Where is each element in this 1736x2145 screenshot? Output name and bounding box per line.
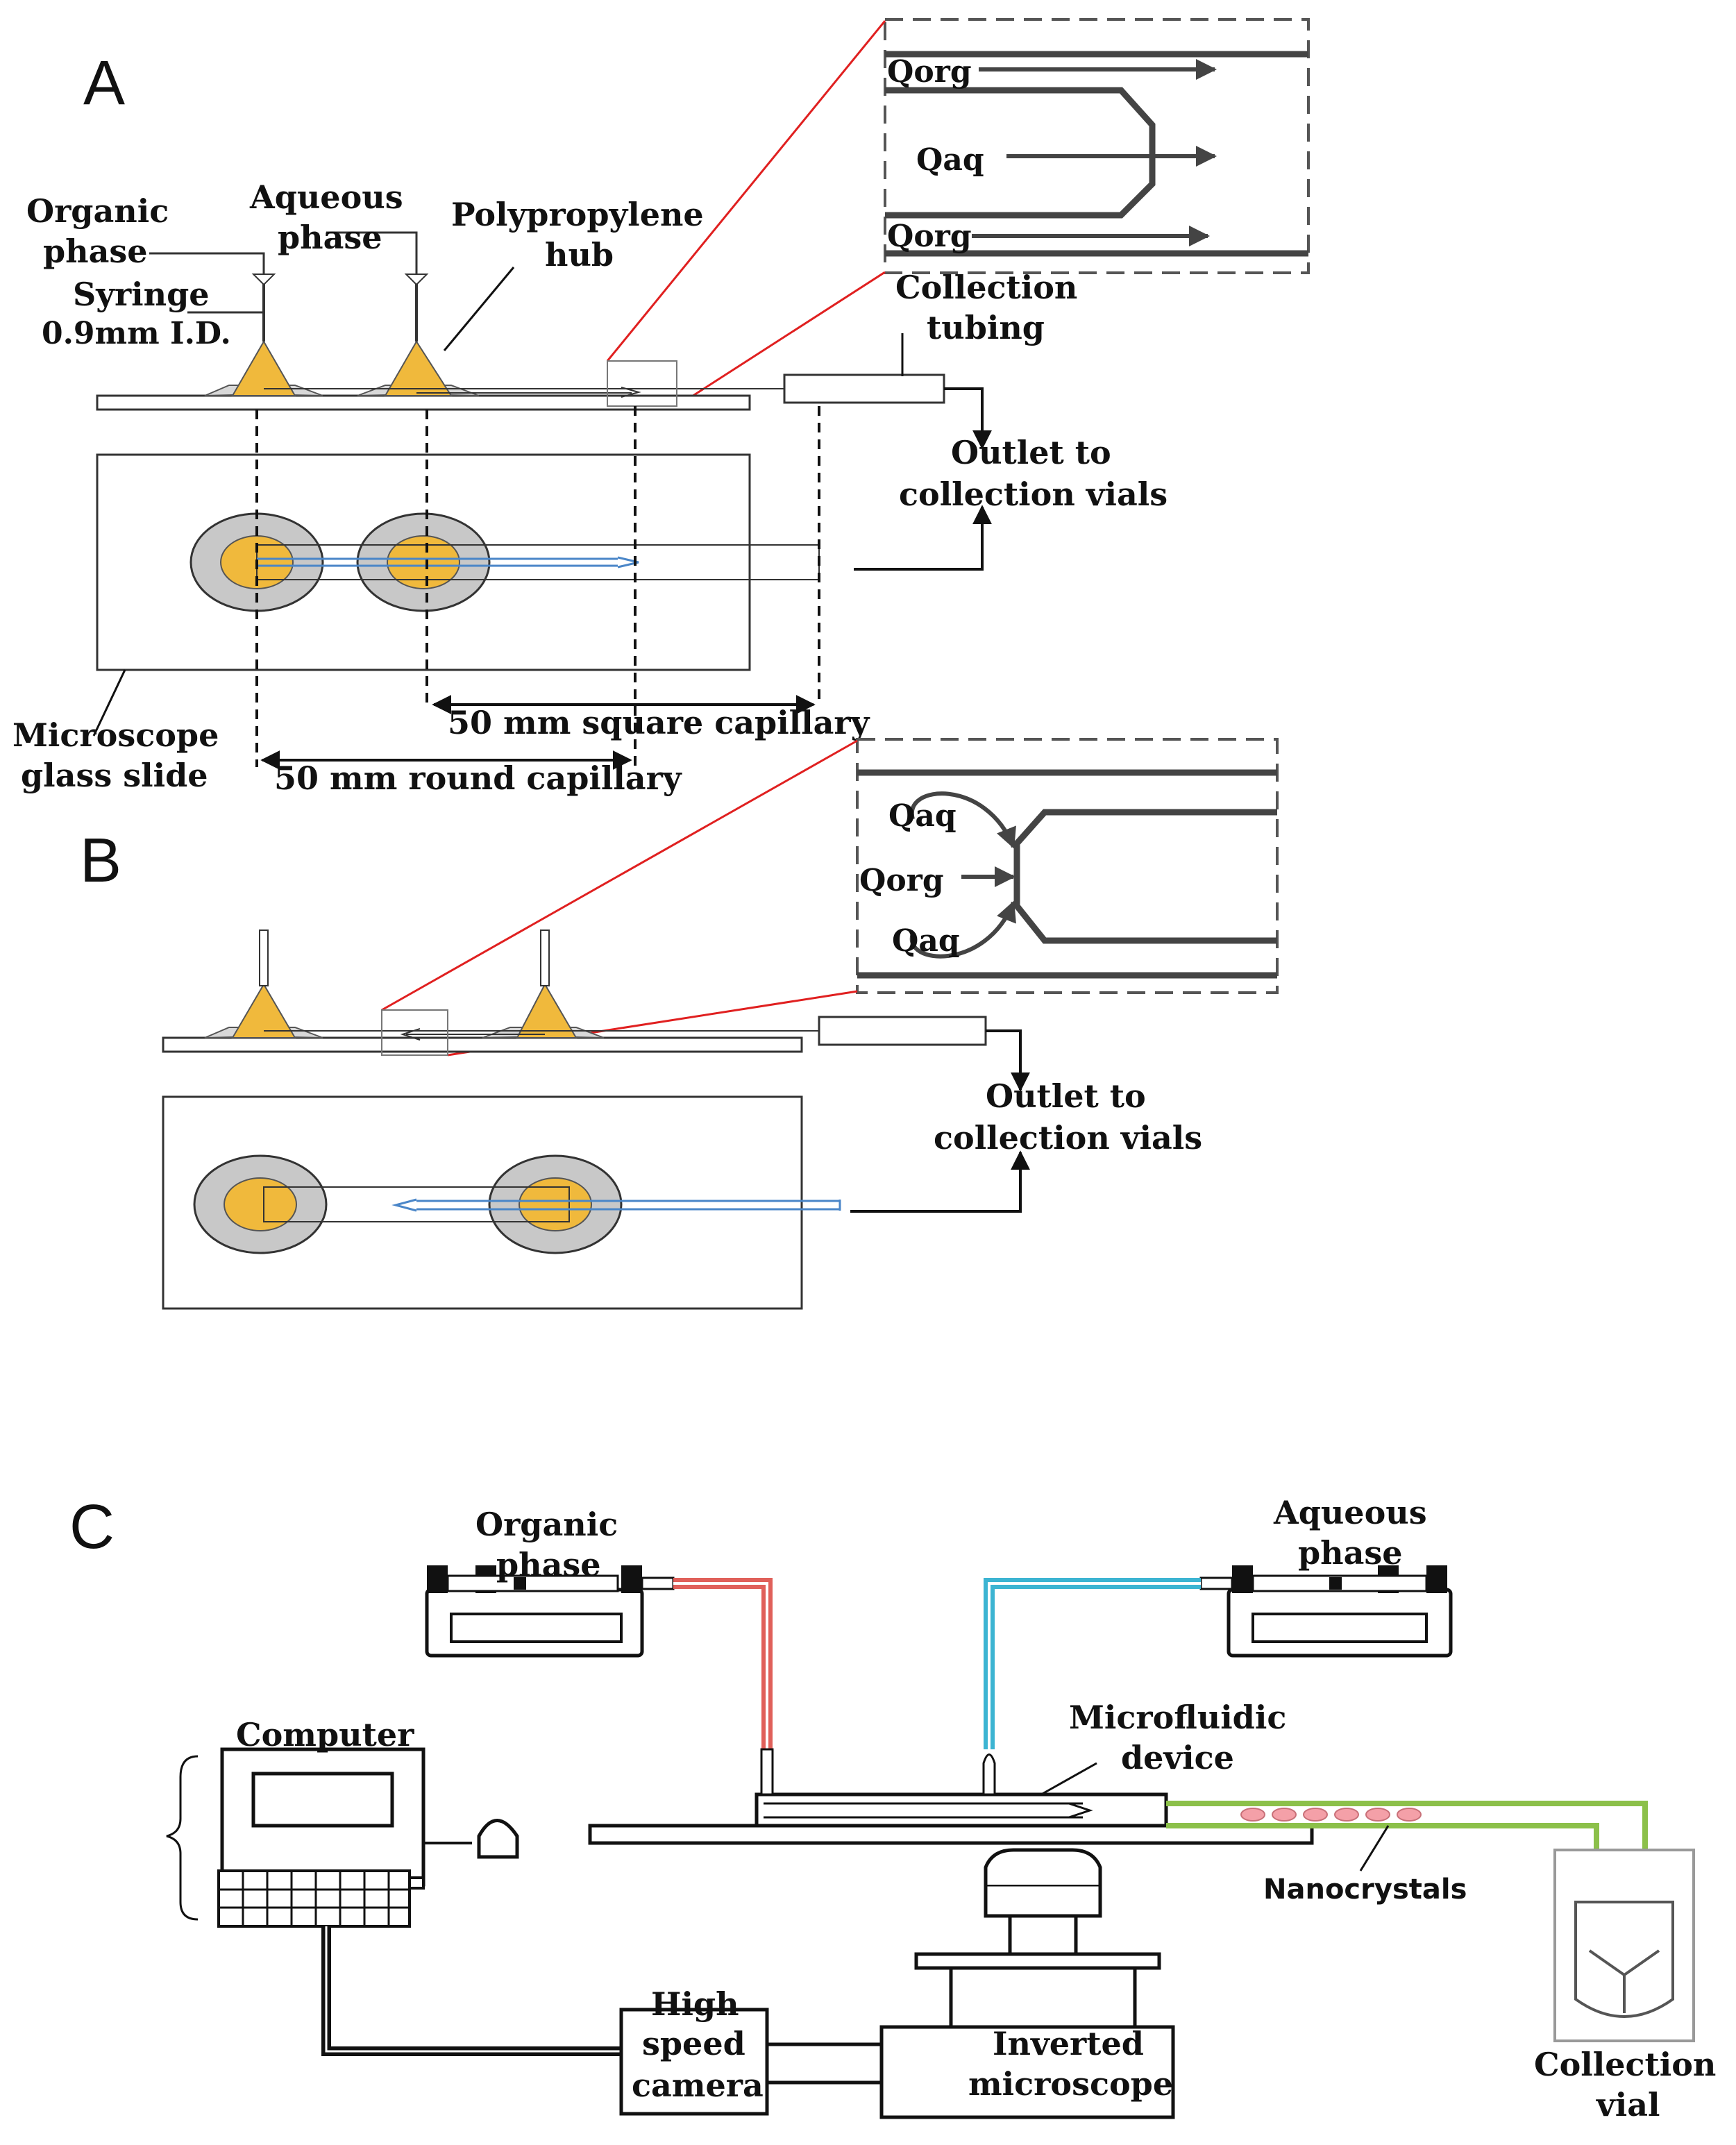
- organic-tube-inner: [673, 1582, 768, 1749]
- collection-vial: [1553, 1849, 1695, 2042]
- label-a-aqueous-phase-2: phase: [278, 219, 382, 256]
- label-c-organic-phase-2: phase: [496, 1546, 601, 1583]
- label-a-microscope-1: Microscope: [12, 716, 219, 754]
- aqueous-tube-inner: [988, 1582, 1201, 1749]
- inset-b-qaq-bottom: Qaq: [892, 923, 960, 959]
- label-c-camera-2: speed: [642, 2025, 745, 2062]
- inset-a-qaq: Qaq: [916, 142, 984, 178]
- label-b-outlet-1: Outlet to: [986, 1077, 1146, 1115]
- inset-a-qorg-top: Qorg: [887, 54, 972, 90]
- label-a-outlet-2: collection vials: [899, 476, 1168, 513]
- label-a-organic-phase-2: phase: [43, 233, 148, 270]
- zoom-line-b-top: [381, 739, 858, 1011]
- panel-a-inset: Qorg Qaq Qorg: [884, 18, 1310, 274]
- label-c-computer: Computer: [236, 1716, 414, 1753]
- label-a-microscope-2: glass slide: [21, 757, 208, 794]
- label-c-microscope-1: Inverted: [993, 2025, 1144, 2062]
- label-c-camera-3: camera: [632, 2067, 764, 2104]
- nanocrystals: [1240, 1808, 1422, 1822]
- label-a-polypropylene-2: hub: [545, 236, 614, 274]
- label-c-nanocrystals: Nanocrystals: [1263, 1874, 1467, 1906]
- label-b-outlet-2: collection vials: [934, 1119, 1202, 1156]
- label-c-microfluidic-2: device: [1121, 1739, 1234, 1776]
- label-c-vial-1: Collection: [1534, 2046, 1716, 2083]
- computer: [166, 1747, 519, 1928]
- label-a-collection-tubing-1: Collection: [895, 269, 1077, 306]
- organic-syringe-pump: [425, 1565, 675, 1658]
- inset-a-qorg-bottom: Qorg: [887, 219, 972, 254]
- label-a-round-capillary: 50 mm round capillary: [274, 759, 682, 797]
- label-c-microfluidic-1: Microfluidic: [1069, 1699, 1286, 1736]
- label-c-camera-1: High: [651, 1985, 739, 2023]
- label-c-microscope-2: microscope: [968, 2065, 1173, 2103]
- label-a-square-capillary: 50 mm square capillary: [448, 704, 870, 741]
- panel-label-c: C: [69, 1492, 115, 1562]
- zoom-line-a-bottom: [676, 271, 886, 407]
- camera-connector: [765, 2042, 884, 2085]
- label-a-polypropylene-1: Polypropylene: [451, 196, 704, 233]
- nanocrystals-pointer: [1359, 1825, 1390, 1871]
- label-c-organic-phase-1: Organic: [475, 1506, 618, 1543]
- label-c-aqueous-phase-2: phase: [1298, 1534, 1403, 1572]
- label-a-syringe-1: Syringe: [73, 276, 210, 313]
- computer-camera-cable: [321, 1926, 621, 2056]
- inset-b-qaq-top: Qaq: [888, 798, 957, 834]
- panel-b-top-view: [162, 1095, 1030, 1310]
- microfluidic-device: [588, 1748, 1314, 1845]
- label-a-syringe-2: 0.9mm I.D.: [42, 316, 231, 351]
- organic-tube: [673, 1578, 773, 1749]
- label-a-outlet-1: Outlet to: [951, 434, 1111, 471]
- label-c-vial-2: vial: [1596, 2086, 1660, 2123]
- panel-label-a: A: [83, 49, 125, 118]
- panel-a-top-view: [92, 453, 992, 737]
- label-a-organic-phase-1: Organic: [26, 192, 169, 230]
- panel-a-dimension-guides: [255, 406, 820, 770]
- high-speed-camera: [619, 2008, 769, 2116]
- inset-b-qorg: Qorg: [859, 863, 944, 898]
- label-a-collection-tubing-2: tubing: [927, 309, 1045, 346]
- aqueous-syringe-pump: [1199, 1565, 1453, 1658]
- label-a-aqueous-phase-1: Aqueous: [249, 178, 403, 216]
- panel-label-b: B: [80, 826, 121, 895]
- panel-b-side-view: [162, 930, 1030, 1092]
- inverted-microscope: [879, 1848, 1175, 2119]
- outlet-tube: [1166, 1801, 1648, 1850]
- label-c-aqueous-phase-1: Aqueous: [1273, 1494, 1427, 1531]
- panel-a-side-view: [96, 231, 992, 450]
- panel-b-inset: Qaq Qorg Qaq: [856, 738, 1279, 994]
- zoom-line-a-top: [606, 20, 886, 362]
